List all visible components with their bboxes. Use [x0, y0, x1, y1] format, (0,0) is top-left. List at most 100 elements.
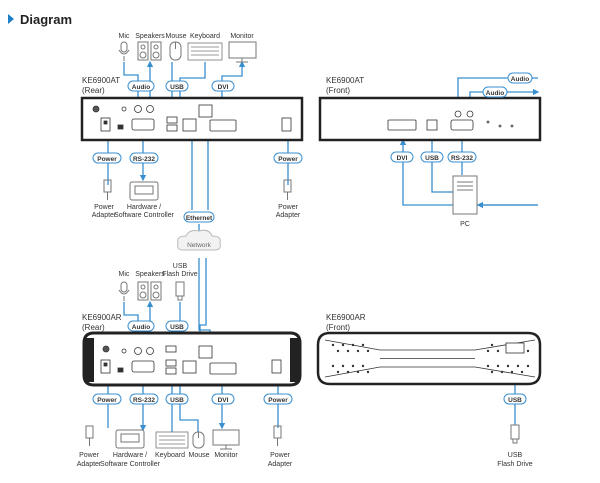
keyboard-label: Keyboard: [190, 33, 220, 40]
speakers-label: Speakers: [135, 33, 165, 40]
svg-text:USB: USB: [508, 397, 522, 404]
tx-front-side: (Front): [326, 86, 350, 95]
tag-usb-rx-bottom: [165, 393, 189, 405]
svg-text:DVI: DVI: [218, 397, 229, 404]
tag-power-tx-r: [273, 152, 303, 164]
rx-usbflash-label-2: Flash Drive: [162, 271, 198, 278]
mouse-icon: [169, 41, 182, 61]
tag-ethernet: [183, 211, 215, 223]
tag-audio-front-2: [482, 86, 508, 98]
speakers-icon: [137, 41, 162, 61]
mouse-label: Mouse: [165, 33, 186, 40]
mic-icon: [118, 41, 130, 61]
svg-text:USB: USB: [170, 397, 184, 404]
network-cloud: Network: [177, 229, 221, 251]
monitor-icon: [228, 41, 257, 63]
tag-power-rx-l: [92, 393, 122, 405]
tx-rear-unit: KE6900AT (Rear): [80, 76, 304, 142]
power-adapter-label-r2: Adapter: [276, 212, 301, 219]
svg-text:Audio: Audio: [132, 324, 150, 331]
svg-text:RS-232: RS-232: [133, 397, 155, 404]
tx-front-name: KE6900AT: [326, 76, 364, 85]
rx-front-usbflash-label-1: USB: [508, 452, 523, 459]
svg-text:USB: USB: [170, 324, 184, 331]
rx-power-label-l1: Power: [79, 452, 100, 459]
pc-label: PC: [460, 221, 470, 228]
rx-monitor-label: Monitor: [214, 452, 238, 459]
wire-net-rx2: [199, 258, 207, 340]
svg-text:Ethernet: Ethernet: [186, 215, 213, 222]
rx-power-label-r2: Adapter: [268, 461, 293, 468]
monitor-label: Monitor: [230, 33, 254, 40]
tag-rs232-front: [447, 151, 477, 163]
tag-dvi-rx: [211, 393, 235, 405]
tag-dvi-tx: [211, 80, 235, 92]
tag-audio-rx: [127, 320, 155, 332]
power-adapter-icon: [103, 179, 292, 200]
rx-keyboard-icon: [155, 431, 189, 449]
tx-front-unit: KE6900AT (Front) Audio Audio DVI USB RS-…: [318, 72, 542, 228]
rx-power-label-l2: Adapter: [77, 461, 102, 468]
svg-text:DVI: DVI: [397, 155, 408, 162]
svg-text:RS-232: RS-232: [451, 155, 473, 162]
svg-text:USB: USB: [170, 84, 184, 91]
rx-power-adapter-icon: [85, 425, 282, 446]
svg-text:Power: Power: [97, 156, 117, 163]
wire-front-usb: [431, 140, 455, 193]
rx-controller-icon: [115, 429, 145, 449]
rx-speakers-label: Speakers: [135, 271, 165, 278]
tx-front-ports: [387, 110, 514, 131]
tx-rear-tags: Audio USB DVI Power RS-232 Power Etherne…: [92, 80, 303, 223]
rx-usbflash-label-1: USB: [173, 263, 188, 270]
mic-label: Mic: [119, 33, 130, 40]
rx-controller-label-2: Software Controller: [100, 461, 161, 468]
tag-power-rx-r: [263, 393, 293, 405]
power-adapter-label-r1: Power: [278, 204, 299, 211]
svg-text:Audio: Audio: [132, 84, 150, 91]
tag-usb-tx: [165, 80, 189, 92]
tx-bottom-devices: Power Adapter Power Adapter Hardware / S…: [92, 179, 301, 219]
tag-audio-tx: [127, 80, 155, 92]
rx-mic-icon: [118, 281, 130, 301]
tag-usb-front: [420, 151, 444, 163]
diagram-heading: Diagram: [8, 8, 72, 30]
heading-title: Diagram: [20, 11, 73, 27]
tag-rs232-rx: [129, 393, 159, 405]
rx-front-dots: [331, 343, 530, 374]
svg-text:Audio: Audio: [511, 76, 529, 83]
rx-rear-name: KE6900AR: [82, 313, 122, 322]
rx-rear-unit: KE6900AR (Rear): [82, 313, 302, 387]
rx-mouse-label: Mouse: [188, 452, 209, 459]
rx-mic-label: Mic: [119, 271, 130, 278]
network-label: Network: [187, 242, 212, 249]
tx-peripherals: Mic Speakers Mouse Keyboard Monitor: [118, 33, 257, 63]
svg-text:USB: USB: [425, 155, 439, 162]
rx-front-usbflash-icon: [510, 424, 520, 444]
controller-icon: [129, 181, 159, 201]
power-adapter-label-l1: Power: [94, 204, 115, 211]
power-adapter-label-l2: Adapter: [92, 212, 117, 219]
wire-tx-mic: [123, 62, 142, 120]
svg-text:Power: Power: [268, 397, 288, 404]
pc-icon: [452, 175, 478, 215]
tag-rs232-tx: [129, 152, 159, 164]
rx-rear-tags: Audio USB Power RS-232 USB DVI Power: [92, 320, 293, 405]
controller-label-1: Hardware /: [127, 204, 161, 211]
tag-audio-front-1: [507, 72, 533, 84]
svg-text:Power: Power: [97, 397, 117, 404]
svg-text:RS-232: RS-232: [133, 156, 155, 163]
rx-bottom-devices: Power Adapter Power Adapter Hardware / S…: [77, 425, 293, 468]
tag-usb-rx-front: [503, 393, 527, 405]
rx-controller-label-1: Hardware /: [113, 452, 147, 459]
keyboard-icon: [187, 42, 223, 61]
tx-rear-side: (Rear): [82, 86, 105, 95]
rx-power-label-r1: Power: [270, 452, 291, 459]
rx-front-side: (Front): [326, 323, 350, 332]
rx-monitor-icon: [212, 429, 240, 450]
rx-front-usbflash-label-2: Flash Drive: [497, 461, 533, 468]
rx-peripherals: Mic Speakers USB Flash Drive: [119, 263, 198, 301]
svg-text:Power: Power: [278, 156, 298, 163]
rx-speakers-icon: [137, 281, 162, 301]
tag-power-tx-l: [92, 152, 122, 164]
